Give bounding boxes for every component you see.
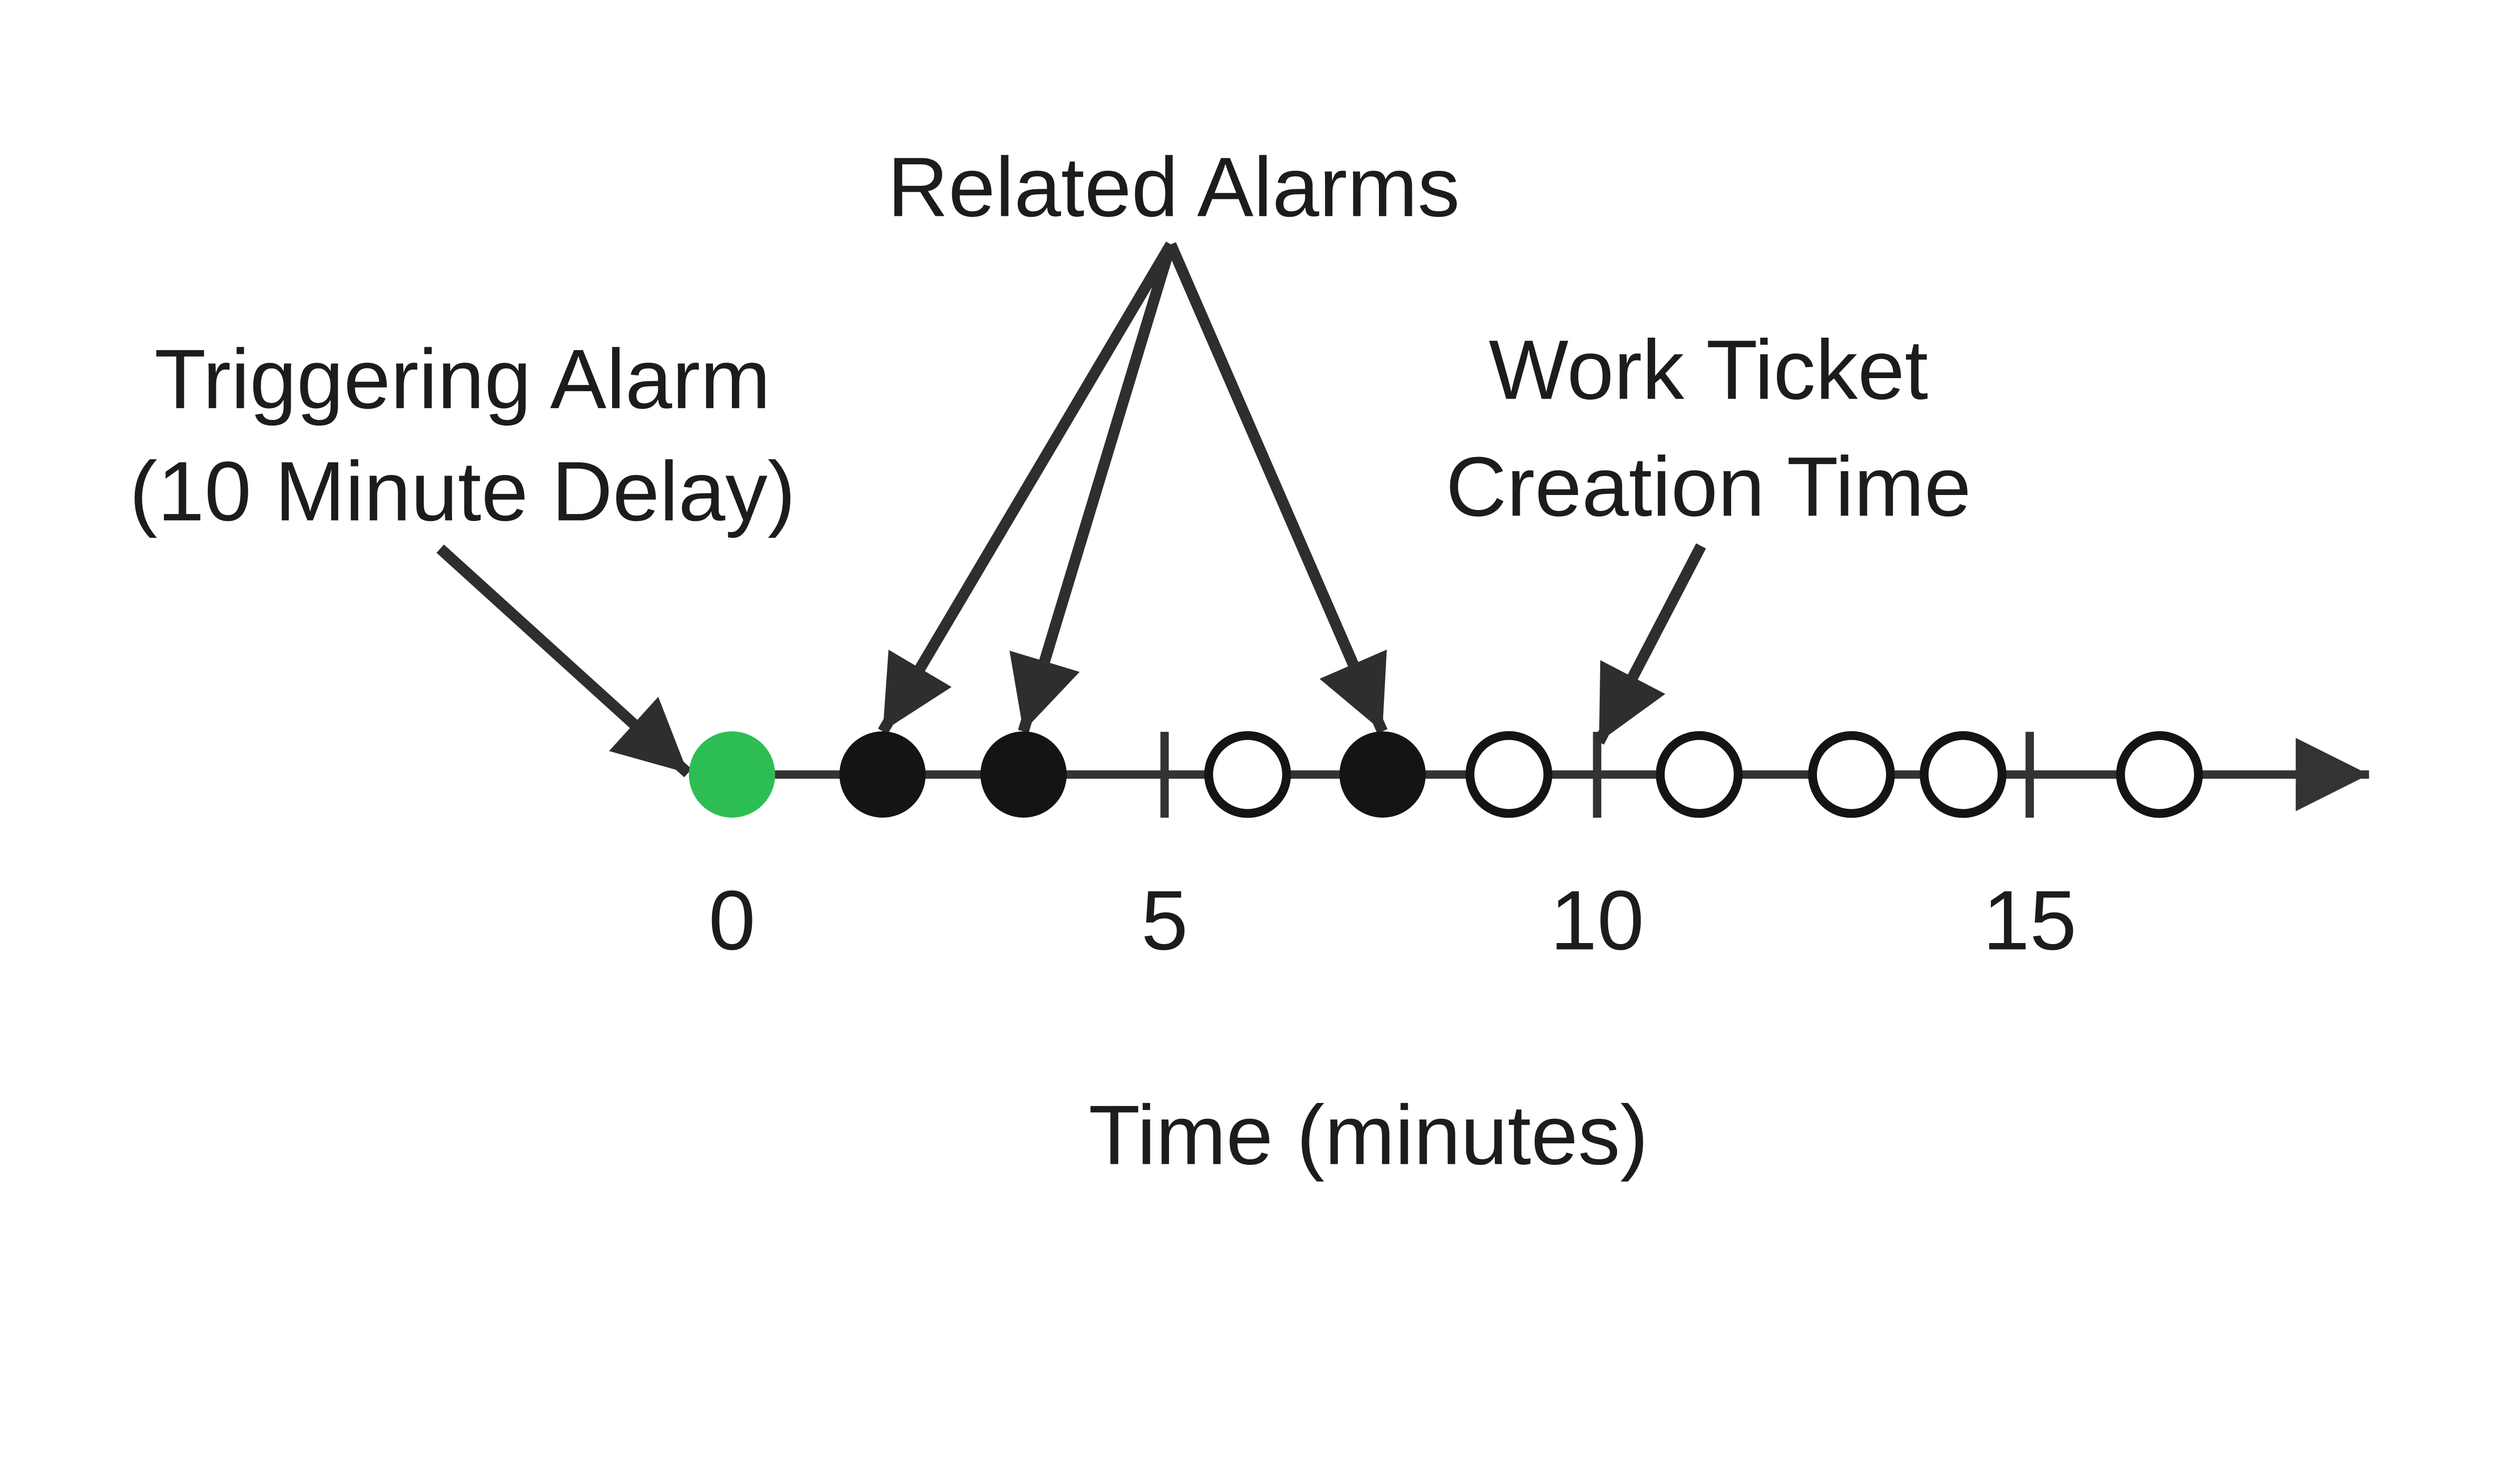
open-alarm-dot-4 [1808,731,1895,818]
related-alarm-dot-2 [980,731,1067,818]
related-alarms-arrow-2 [1009,243,1177,733]
related-alarm-dot-3 [1339,731,1426,818]
open-alarm-dot-1 [1204,731,1291,818]
open-alarm-dot-3 [1656,731,1743,818]
triggering-alarm-label-line1: Triggering Alarm [154,332,770,426]
diagram-background [0,0,2498,1378]
related-alarms-arrow-3 [1166,242,1388,734]
axis-tick-label-0: 0 [708,873,755,968]
related-alarms-label: Related Alarms [887,140,1460,234]
related-alarm-dot-1 [839,731,926,818]
triggering-alarm-label-line2: (10 Minute Delay) [129,444,796,538]
axis-tick-label-10: 10 [1550,873,1644,968]
open-alarm-dot-6 [2116,731,2203,818]
work-ticket-label-line2: Creation Time [1446,439,1971,533]
work-ticket-arrow [1594,543,1706,745]
open-alarm-dot-2 [1465,731,1553,818]
axis-tick-label-15: 15 [1983,873,2077,968]
triggering-alarm-dot [688,731,775,818]
axis-tick-label-5: 5 [1141,873,1188,968]
axis-title: Time (minutes) [1089,1088,1648,1182]
open-alarm-dot-5 [1919,731,2007,818]
related-alarms-arrow-1 [878,241,1176,734]
work-ticket-label-line1: Work Ticket [1489,323,1928,417]
triggering-alarm-arrow [436,544,692,778]
